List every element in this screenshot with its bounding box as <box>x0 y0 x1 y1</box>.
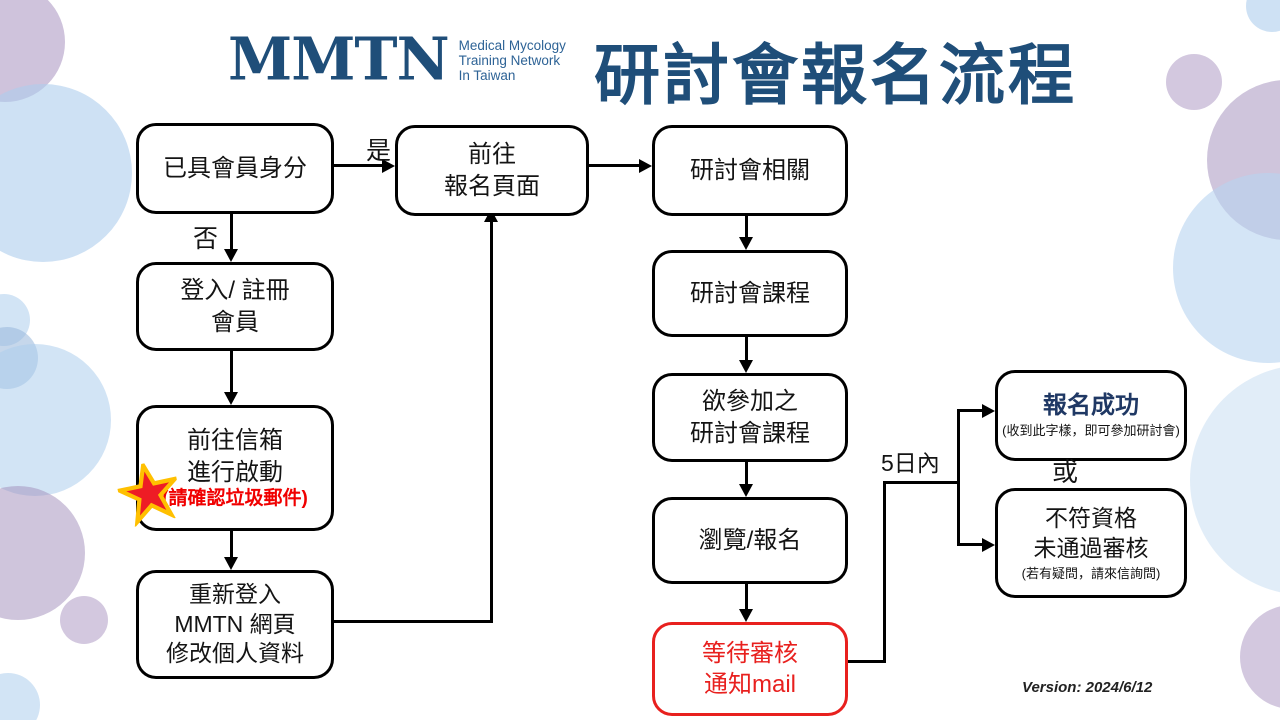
connector-regpage-to-related <box>583 164 641 167</box>
success-note: (收到此字樣，即可參加研討會) <box>1002 422 1180 438</box>
spam-warning-note: (請確認垃圾郵件) <box>162 487 308 509</box>
connector-course-to-desired <box>745 331 748 362</box>
connector-mailbox-to-relogin <box>230 525 233 560</box>
arrowhead <box>382 159 395 173</box>
connector-related-to-course <box>745 210 748 239</box>
node-seminar-course: 研討會課程 <box>652 250 848 337</box>
arrowhead <box>982 404 995 418</box>
node-login-register: 登入/ 註冊 會員 <box>136 262 334 351</box>
bg-circle <box>0 344 111 496</box>
connector-fork-h <box>883 481 960 484</box>
node-wait-review: 等待審核 通知mail <box>652 622 848 716</box>
arrowhead <box>739 237 753 250</box>
bg-circle <box>1246 0 1280 32</box>
arrowhead <box>224 392 238 405</box>
connector-wait-up-v <box>883 481 886 663</box>
label-yes: 是 <box>366 137 392 165</box>
node-relogin: 重新登入 MMTN 網頁 修改個人資料 <box>136 570 334 679</box>
connector-browse-to-wait <box>745 578 748 611</box>
label-no: 否 <box>193 225 219 253</box>
connector-fork-v <box>957 409 960 546</box>
node-seminar-related: 研討會相關 <box>652 125 848 216</box>
bg-circle <box>0 673 40 720</box>
node-rejected: 不符資格 未通過審核 (若有疑問，請來信詢問) <box>995 488 1187 598</box>
label-or: 或 <box>1052 457 1079 487</box>
arrowhead <box>224 249 238 262</box>
star-icon <box>113 459 181 529</box>
connector-relogin-loop-h <box>327 620 493 623</box>
arrowhead <box>739 484 753 497</box>
success-title: 報名成功 <box>1043 391 1139 419</box>
connector-desired-to-browse <box>745 456 748 486</box>
bg-circle <box>1190 365 1280 595</box>
arrowhead <box>739 609 753 622</box>
node-registration-page: 前往 報名頁面 <box>395 125 589 216</box>
label-within-5-days: 5日內 <box>881 450 940 476</box>
bg-circle <box>1166 54 1222 110</box>
logo-subtitle: Medical Mycology Training Network In Tai… <box>458 38 566 83</box>
version-text: Version: 2024/6/12 <box>1022 679 1153 696</box>
connector-login-to-mailbox <box>230 345 233 395</box>
node-success: 報名成功 (收到此字樣，即可參加研討會) <box>995 370 1187 461</box>
arrowhead <box>982 538 995 552</box>
mmtn-logo: MMTN Medical Mycology Training Network I… <box>228 24 566 94</box>
connector-fork-to-rejected <box>957 543 983 546</box>
bg-circle <box>60 596 108 644</box>
arrowhead <box>224 557 238 570</box>
node-desired-course: 欲參加之 研討會課程 <box>652 373 848 462</box>
connector-member-to-regpage <box>327 164 385 167</box>
node-browse-register: 瀏覽/報名 <box>652 497 848 584</box>
page-title: 研討會報名流程 <box>594 38 1077 112</box>
node-mailbox-activate: 前往信箱 進行啟動 (請確認垃圾郵件) <box>136 405 334 531</box>
connector-fork-to-success <box>957 409 983 412</box>
bg-circle <box>0 84 132 262</box>
rejected-note: (若有疑問，請來信詢問) <box>1021 565 1161 581</box>
bg-circle <box>1173 173 1280 363</box>
connector-member-to-login <box>230 208 233 252</box>
connector-wait-out-h <box>843 660 886 663</box>
arrowhead <box>739 360 753 373</box>
connector-relogin-loop-v <box>490 220 493 623</box>
arrowhead <box>639 159 652 173</box>
bg-circle <box>1240 605 1280 709</box>
logo-wordmark: MMTN <box>228 24 450 94</box>
node-member-status: 已具會員身分 <box>136 123 334 214</box>
